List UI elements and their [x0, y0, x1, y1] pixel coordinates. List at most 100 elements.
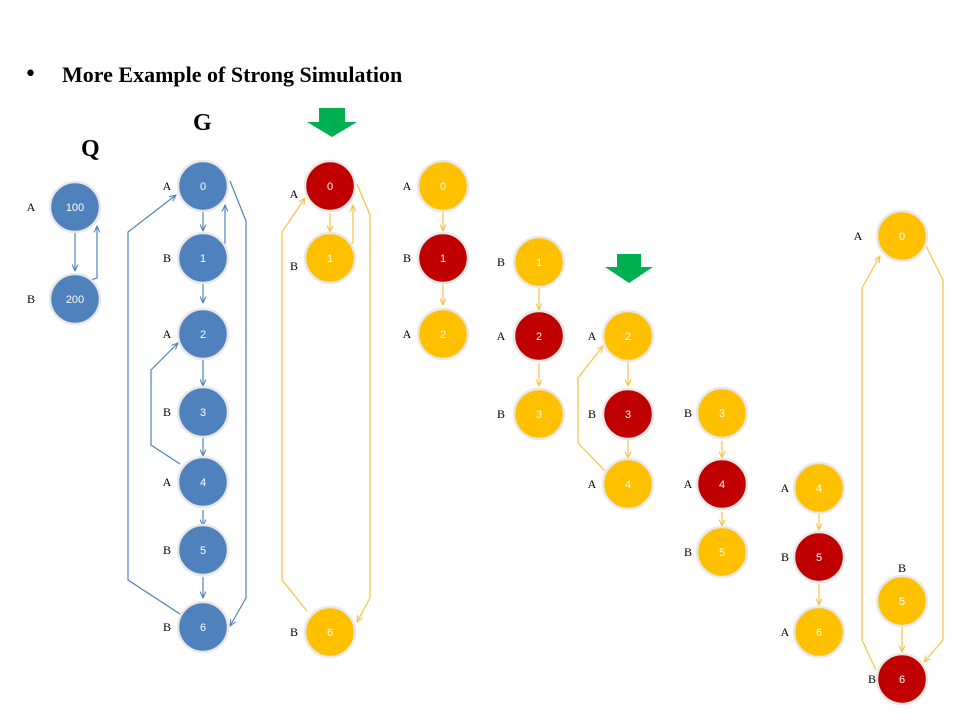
node-id-c7n6: 6 — [899, 674, 905, 686]
edge-g4-g2 — [150, 343, 181, 465]
node-type-label-g3: B — [163, 405, 171, 419]
node-c2n1 — [416, 231, 470, 285]
edge-c7n0-c7n6 — [924, 245, 944, 662]
node-g4 — [176, 455, 230, 509]
edge-c7n6-c7n0 — [861, 256, 880, 671]
node-type-label-g6: B — [163, 620, 171, 634]
node-id-c2n1: 1 — [440, 253, 446, 265]
node-id-c4n2: 2 — [625, 331, 631, 343]
node-id-g0: 0 — [200, 181, 206, 193]
node-c4n2 — [601, 309, 655, 363]
node-c4n4 — [601, 457, 655, 511]
node-type-label-g4: A — [163, 475, 172, 489]
node-g6 — [176, 600, 230, 654]
node-id-c1n1: 1 — [327, 253, 333, 265]
edge-g6-g0 — [127, 195, 181, 615]
node-c3n1 — [512, 235, 566, 289]
node-type-label-c3n2: A — [497, 329, 506, 343]
node-id-c1n0: 0 — [327, 181, 333, 193]
node-type-label-g2: A — [163, 327, 172, 341]
node-c5n5 — [695, 525, 749, 579]
edge-g0-g6 — [230, 180, 247, 626]
node-type-label-c3n1: B — [497, 255, 505, 269]
node-type-label-c1n1: B — [290, 259, 298, 273]
node-c5n3 — [695, 386, 749, 440]
node-c2n2 — [416, 307, 470, 361]
slide-title: More Example of Strong Simulation — [62, 62, 403, 87]
node-id-g1: 1 — [200, 253, 206, 265]
node-type-label-c7n5: B — [898, 561, 906, 575]
node-type-label-c7n0: A — [854, 229, 863, 243]
node-c2n0 — [416, 159, 470, 213]
node-g0 — [176, 159, 230, 213]
node-id-c2n0: 0 — [440, 181, 446, 193]
node-type-label-c6n4: A — [781, 481, 790, 495]
node-type-label-c6n6: A — [781, 625, 790, 639]
node-type-label-c4n2: A — [588, 329, 597, 343]
node-type-label-c5n4: A — [684, 477, 693, 491]
node-id-c1n6: 6 — [327, 627, 333, 639]
node-c1n6 — [303, 605, 357, 659]
node-c6n6 — [792, 605, 846, 659]
node-c7n6 — [875, 652, 929, 706]
edge-c4n4-c4n2 — [577, 346, 607, 473]
node-c3n2 — [512, 309, 566, 363]
node-c6n4 — [792, 461, 846, 515]
g-heading: G — [193, 110, 212, 136]
node-c5n4 — [695, 457, 749, 511]
node-c7n0 — [875, 209, 929, 263]
node-id-c6n5: 5 — [816, 552, 822, 564]
node-id-c4n4: 4 — [625, 479, 631, 491]
green-down-arrow-icon — [307, 108, 357, 137]
node-c7n5 — [875, 574, 929, 628]
node-id-c6n6: 6 — [816, 627, 822, 639]
node-type-label-c6n5: B — [781, 550, 789, 564]
node-type-label-g5: B — [163, 543, 171, 557]
node-type-label-c1n0: A — [290, 187, 299, 201]
node-c1n1 — [303, 231, 357, 285]
edge-c1n0-c1n6 — [357, 183, 371, 622]
node-id-q100: 100 — [66, 202, 84, 214]
node-g5 — [176, 523, 230, 577]
node-id-c7n0: 0 — [899, 231, 905, 243]
node-type-label-c2n0: A — [403, 179, 412, 193]
node-id-c5n4: 4 — [719, 479, 725, 491]
node-type-label-c2n2: A — [403, 327, 412, 341]
node-type-label-c2n1: B — [403, 251, 411, 265]
edge-q200-q100 — [87, 226, 97, 282]
node-g1 — [176, 231, 230, 285]
nodes-layer: 100A200B0A1B2A3B4A5B6B0A1B6B0A1B2A1B2A3B… — [27, 159, 929, 706]
node-type-label-q200: B — [27, 292, 35, 306]
node-type-label-c5n5: B — [684, 545, 692, 559]
node-q200 — [48, 272, 102, 326]
node-g3 — [176, 385, 230, 439]
node-type-label-c4n3: B — [588, 407, 596, 421]
node-type-label-c3n3: B — [497, 407, 505, 421]
node-type-label-c5n3: B — [684, 406, 692, 420]
node-id-g3: 3 — [200, 407, 206, 419]
node-c4n3 — [601, 387, 655, 441]
node-type-label-c7n6: B — [868, 672, 876, 686]
node-id-g2: 2 — [200, 329, 206, 341]
node-c1n0 — [303, 159, 357, 213]
node-id-c4n3: 3 — [625, 409, 631, 421]
node-c6n5 — [792, 530, 846, 584]
edge-c1n1-c1n0 — [350, 205, 353, 244]
node-id-c3n1: 1 — [536, 257, 542, 269]
green-down-arrow-icon — [605, 254, 653, 283]
node-id-c2n2: 2 — [440, 329, 446, 341]
node-id-c5n3: 3 — [719, 408, 725, 420]
node-type-label-q100: A — [27, 200, 36, 214]
node-type-label-c4n4: A — [588, 477, 597, 491]
q-heading: Q — [81, 136, 100, 162]
node-c3n3 — [512, 387, 566, 441]
node-type-label-g1: B — [163, 251, 171, 265]
edge-g1-g0 — [222, 205, 225, 244]
node-id-c3n3: 3 — [536, 409, 542, 421]
node-id-q200: 200 — [66, 294, 84, 306]
edge-c1n6-c1n0 — [281, 198, 308, 612]
node-q100 — [48, 180, 102, 234]
node-g2 — [176, 307, 230, 361]
node-id-c7n5: 5 — [899, 596, 905, 608]
